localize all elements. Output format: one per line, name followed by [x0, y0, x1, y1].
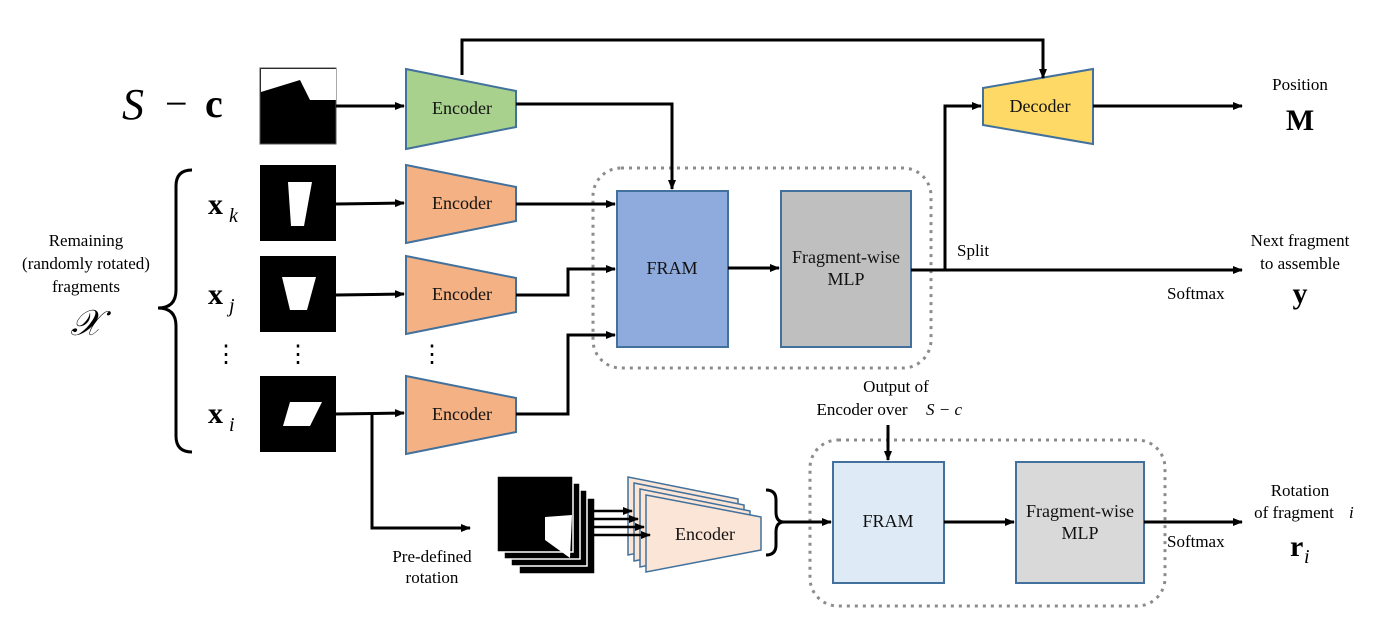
svg-text:MLP: MLP — [827, 269, 864, 289]
fragments-caption-line2: (randomly rotated) — [22, 254, 150, 273]
encoder-fragment-i: Encoder — [405, 374, 517, 456]
next-fragment-line1: Next fragment — [1251, 231, 1350, 250]
next-fragment-line2: to assemble — [1260, 254, 1340, 273]
output-of-label: Output of — [863, 377, 929, 396]
svg-text:i: i — [1349, 503, 1354, 522]
svg-text:FRAM: FRAM — [862, 511, 913, 531]
dots-images: ⋮ — [286, 342, 310, 368]
split-label: Split — [957, 241, 989, 260]
svg-text:x: x — [208, 278, 223, 311]
svg-text:x: x — [208, 188, 223, 221]
fragments-symbol: 𝒳 — [71, 303, 112, 343]
svg-text:S − c: S − c — [926, 400, 962, 419]
svg-text:Encoder: Encoder — [432, 193, 492, 213]
next-fragment-symbol: y — [1293, 277, 1308, 310]
svg-text:i: i — [229, 414, 235, 436]
svg-text:k: k — [229, 205, 239, 227]
svg-text:Decoder: Decoder — [1010, 96, 1071, 116]
fragment-image-k — [260, 165, 336, 241]
rotation-line1: Rotation — [1271, 481, 1330, 500]
fragment-image-j — [260, 256, 336, 332]
svg-text:FRAM: FRAM — [646, 258, 697, 278]
svg-text:−: − — [165, 81, 188, 126]
mlp-top: Fragment-wise MLP — [780, 190, 912, 348]
position-label: Position — [1272, 75, 1328, 94]
context-label: S − c — [122, 80, 223, 129]
svg-text:i: i — [1304, 546, 1310, 568]
encoder-fragment-k: Encoder — [405, 163, 517, 245]
svg-text:S: S — [122, 80, 144, 129]
mlp-bottom: Fragment-wise MLP — [1015, 461, 1145, 584]
softmax-label-top: Softmax — [1167, 284, 1225, 303]
svg-text:Encoder: Encoder — [432, 284, 492, 304]
svg-text:x: x — [208, 397, 223, 430]
rotation-line2: of fragment i — [1254, 503, 1354, 522]
svg-text:r: r — [1290, 530, 1303, 563]
fragments-caption-line1: Remaining — [49, 231, 124, 250]
pre-defined-line2: rotation — [406, 568, 459, 587]
dots-labels: ⋮ — [214, 342, 238, 368]
pre-defined-line1: Pre-defined — [392, 547, 472, 566]
svg-text:Encoder over: Encoder over — [816, 400, 907, 419]
connection-wires — [335, 38, 1243, 557]
fragments-caption-line3: fragments — [52, 277, 120, 296]
encoder-over-label: Encoder over S − c — [816, 400, 962, 419]
encoder-fragment-j: Encoder — [405, 254, 517, 336]
rotation-encoder-stack: Encoder — [627, 476, 762, 573]
softmax-label-bottom: Softmax — [1167, 532, 1225, 551]
fragment-label-i: x i — [208, 397, 235, 436]
encoder-context: Encoder — [405, 67, 517, 151]
rotation-image-stack — [496, 475, 596, 575]
fragment-label-k: x k — [208, 188, 239, 227]
fragment-label-j: x j — [208, 278, 235, 317]
position-symbol: M — [1286, 104, 1314, 137]
svg-text:MLP: MLP — [1061, 523, 1098, 543]
fragments-brace — [157, 168, 193, 454]
decoder-block: Decoder — [982, 67, 1094, 146]
svg-text:Encoder: Encoder — [432, 98, 492, 118]
fragment-image-i — [260, 376, 336, 452]
svg-text:Fragment-wise: Fragment-wise — [792, 247, 900, 267]
svg-text:Fragment-wise: Fragment-wise — [1026, 501, 1134, 521]
dots-encoders: ⋮ — [420, 342, 444, 368]
fram-bottom: FRAM — [832, 461, 945, 584]
svg-text:Encoder: Encoder — [432, 404, 492, 424]
svg-text:c: c — [205, 81, 223, 126]
rotation-symbol: r i — [1290, 530, 1310, 568]
svg-text:Encoder: Encoder — [675, 524, 735, 544]
svg-text:of fragment: of fragment — [1254, 503, 1334, 522]
context-image — [259, 67, 337, 145]
svg-text:j: j — [226, 295, 235, 317]
fram-top: FRAM — [616, 190, 729, 348]
